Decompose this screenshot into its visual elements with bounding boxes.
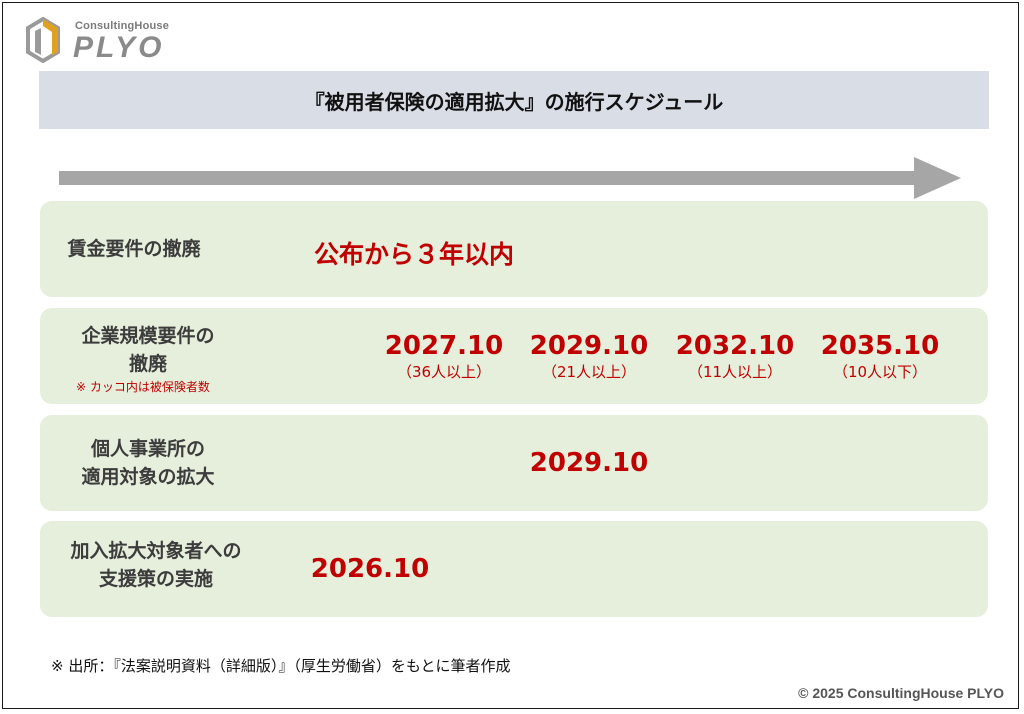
logo-mark-icon <box>26 17 60 63</box>
date-2029: 2029.10 （21人以上） <box>519 330 659 382</box>
date-sub: （36人以上） <box>396 363 492 381</box>
row-label: 加入拡大対象者への 支援策の実施 <box>52 537 260 593</box>
date-2032: 2032.10 （11人以上） <box>665 330 805 382</box>
timeline-arrow-icon <box>59 157 961 199</box>
date-sub: （21人以上） <box>541 363 637 381</box>
row-value: 公布から３年以内 <box>314 240 515 269</box>
copyright: © 2025 ConsultingHouse PLYO <box>798 685 1004 701</box>
row-label-line2: 撤廃 <box>128 353 167 375</box>
date-value: 2026.10 <box>310 554 430 584</box>
date-value: 2029.10 <box>529 331 649 361</box>
row-label-line1: 加入拡大対象者への <box>70 540 242 562</box>
row-label: 個人事業所の 適用対象の拡大 <box>60 435 236 491</box>
page-title: 『被用者保険の適用拡大』の施行スケジュール <box>39 71 989 129</box>
date-sub: （11人以上） <box>687 363 783 381</box>
date-2029: 2029.10 <box>519 447 659 479</box>
date-value: 2035.10 <box>820 331 940 361</box>
row-label-line1: 企業規模要件の <box>81 325 215 347</box>
row-wage-requirement: 賃金要件の撤廃 公布から３年以内 <box>40 201 988 297</box>
date-value: 2032.10 <box>675 331 795 361</box>
row-note: ※ カッコ内は被保険者数 <box>76 380 210 394</box>
logo-small-text: ConsultingHouse <box>75 20 170 32</box>
row-label-line2: 適用対象の拡大 <box>81 466 215 488</box>
row-support-measures: 加入拡大対象者への 支援策の実施 2026.10 <box>40 521 988 617</box>
date-value: 2029.10 <box>529 448 649 478</box>
date-value: 2027.10 <box>384 331 504 361</box>
date-2035: 2035.10 （10人以下） <box>810 330 950 382</box>
row-sole-proprietor: 個人事業所の 適用対象の拡大 2029.10 <box>40 415 988 511</box>
row-label: 企業規模要件の 撤廃 <box>60 322 236 378</box>
row-label-line1: 個人事業所の <box>90 438 205 460</box>
date-2027: 2027.10 （36人以上） <box>374 330 514 382</box>
source-note: ※ 出所：『法案説明資料（詳細版）』（厚生労働省）をもとに筆者作成 <box>51 657 511 675</box>
logo-big-text: PLYO <box>73 31 165 64</box>
row-label: 賃金要件の撤廃 <box>67 238 201 260</box>
row-company-size-requirement: 企業規模要件の 撤廃 ※ カッコ内は被保険者数 2027.10 （36人以上） … <box>40 308 988 404</box>
logo: ConsultingHouse PLYO <box>25 17 205 65</box>
date-2026: 2026.10 <box>300 553 440 585</box>
row-label-line2: 支援策の実施 <box>98 568 213 590</box>
date-sub: （10人以下） <box>832 363 928 381</box>
